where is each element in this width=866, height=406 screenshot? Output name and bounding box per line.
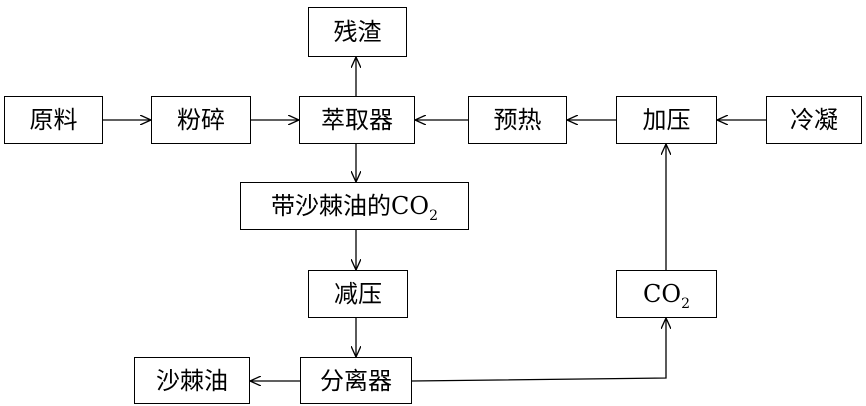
node-raw-material-label: 原料 (29, 106, 78, 134)
node-seabuckthorn-oil-label: 沙棘油 (156, 366, 228, 395)
node-condense-label: 冷凝 (790, 106, 838, 134)
node-separator: 分离器 (300, 357, 412, 404)
node-crush: 粉碎 (151, 96, 251, 144)
node-preheat-label: 预热 (493, 106, 542, 134)
node-condense: 冷凝 (766, 96, 862, 144)
node-pressurize: 加压 (616, 96, 717, 144)
node-pressurize-label: 加压 (642, 106, 691, 134)
edge-separator-to-co2 (411, 318, 666, 382)
node-separator-label: 分离器 (320, 366, 392, 395)
node-raw-material: 原料 (4, 96, 103, 144)
node-extractor-label: 萃取器 (321, 106, 393, 134)
node-seabuckthorn-oil: 沙棘油 (134, 357, 250, 404)
node-depressurize: 减压 (308, 270, 408, 318)
node-depressurize-label: 减压 (334, 280, 382, 308)
node-co2-label: CO2 (643, 280, 690, 312)
node-oil-laden-co2: 带沙棘油的CO2 (240, 182, 469, 230)
node-residue-label: 残渣 (333, 18, 382, 46)
node-oil-laden-co2-label: 带沙棘油的CO2 (271, 192, 438, 224)
node-co2: CO2 (616, 270, 717, 318)
node-preheat: 预热 (468, 96, 567, 144)
node-crush-label: 粉碎 (177, 106, 225, 134)
node-residue: 残渣 (308, 7, 407, 57)
node-extractor: 萃取器 (299, 96, 415, 144)
